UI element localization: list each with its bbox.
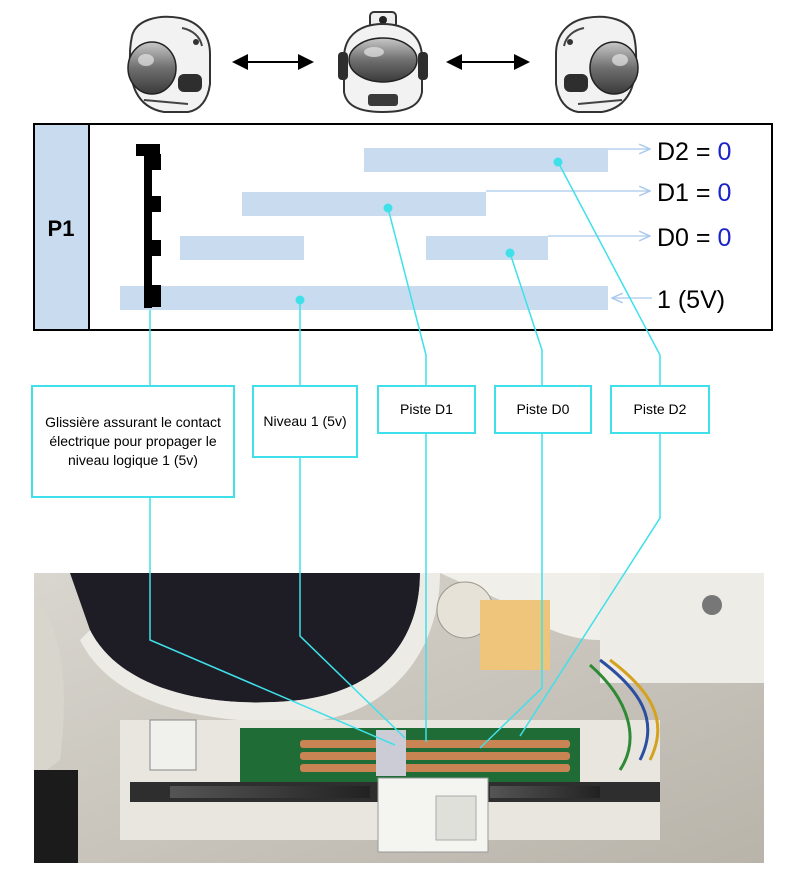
output-label-d1: D1 = 0 bbox=[657, 179, 731, 207]
callout-piste-d2: Piste D2 bbox=[610, 385, 710, 434]
callout-dots bbox=[295, 157, 563, 305]
callout-piste-d0-text: Piste D0 bbox=[516, 401, 570, 417]
track-d1 bbox=[242, 192, 486, 216]
output-label-d0: D0 = 0 bbox=[657, 224, 731, 252]
callout-piste-d1: Piste D1 bbox=[377, 385, 476, 434]
head-front-view-icon bbox=[338, 11, 428, 114]
head-side-view-right-icon bbox=[555, 15, 639, 113]
encoder-panel: P1 D2 = 0 D1 = 0 D0 = 0 1 (5V) bbox=[33, 123, 773, 331]
callout-niveau1: Niveau 1 (5v) bbox=[252, 385, 358, 458]
track-supply bbox=[120, 286, 608, 310]
callout-niveau1-text: Niveau 1 (5v) bbox=[263, 413, 347, 429]
callout-glissiere-text: Glissière assurant le contact électrique… bbox=[45, 414, 221, 468]
callout-piste-d2-text: Piste D2 bbox=[633, 401, 687, 417]
output-label-d2: D2 = 0 bbox=[657, 138, 731, 166]
panel-label-box bbox=[33, 123, 90, 331]
robot-head-photo bbox=[34, 573, 764, 863]
track-d0-right bbox=[426, 236, 548, 260]
track-d2 bbox=[364, 148, 608, 172]
panel-label: P1 bbox=[48, 216, 75, 241]
callout-piste-d0: Piste D0 bbox=[494, 385, 592, 434]
callout-lines bbox=[149, 161, 661, 749]
callout-piste-d1-text: Piste D1 bbox=[400, 401, 453, 417]
callout-glissiere: Glissière assurant le contact électrique… bbox=[31, 385, 235, 498]
head-side-view-left-icon bbox=[127, 15, 211, 113]
track-d0-left bbox=[180, 236, 304, 260]
supply-label: 1 (5V) bbox=[657, 286, 725, 314]
slider-brush bbox=[136, 144, 161, 308]
